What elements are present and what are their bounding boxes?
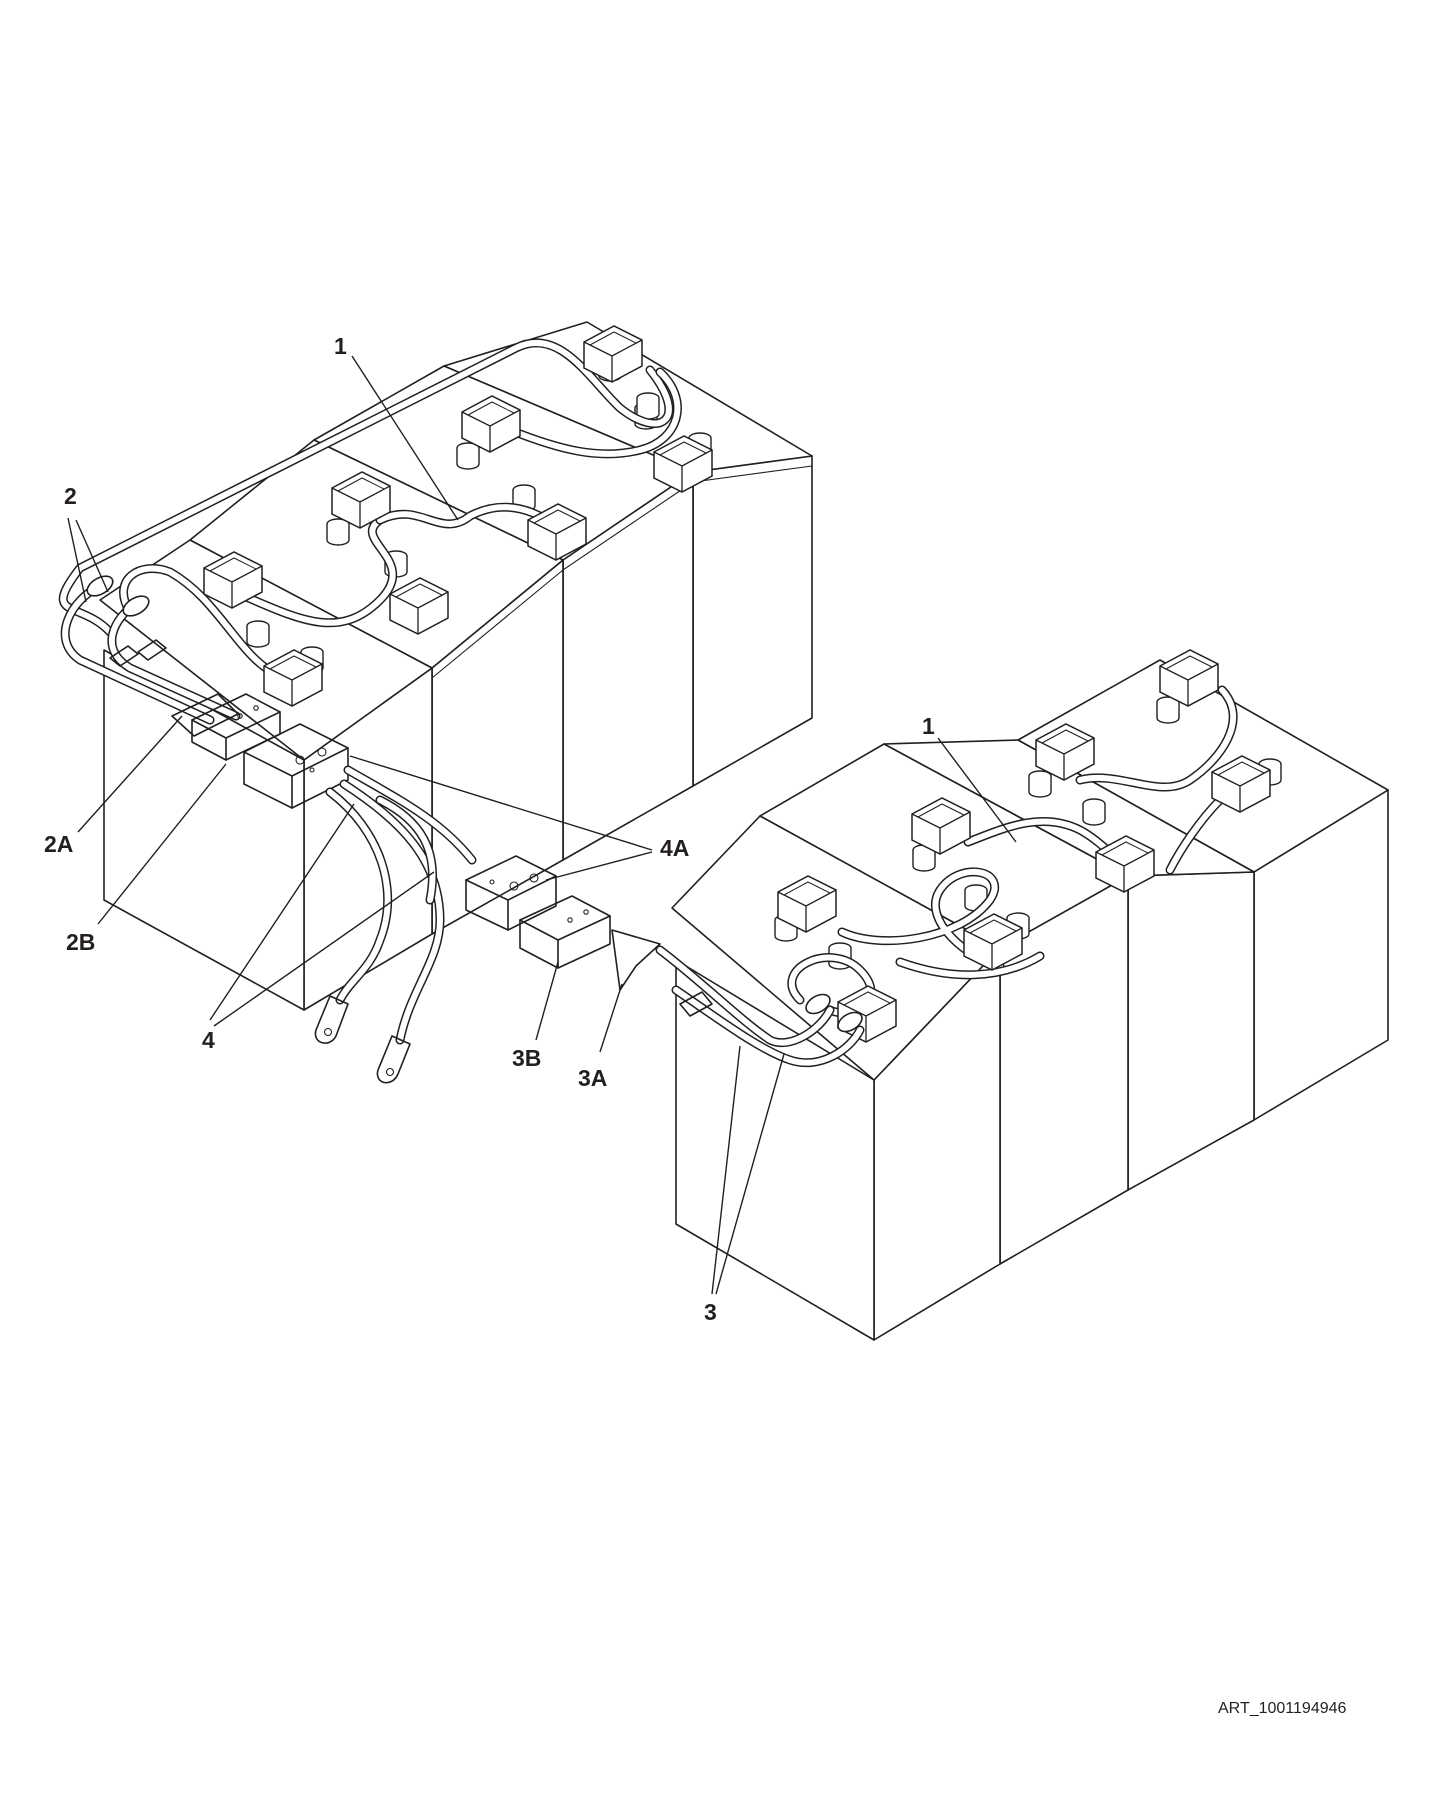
callout-4: 4 [202,1027,215,1053]
grommet [122,595,150,617]
art-id-label: ART_1001194946 [1218,1700,1347,1717]
grommet [86,575,114,597]
connector-3 [519,895,661,991]
battery [99,539,433,1011]
callout-2: 2 [64,483,77,509]
grommet [837,1011,863,1033]
callout-2B: 2B [66,929,95,955]
callout-1-left: 1 [334,333,347,359]
connector-4 [243,723,349,809]
callouts: 1 1 2 2A 2B 4 4A 3B 3A 3 [44,333,935,1325]
leader-lines [67,355,1017,1295]
callout-4A: 4A [660,835,689,861]
callout-3B: 3B [512,1045,541,1071]
left-battery-group [58,321,813,1011]
callout-2A: 2A [44,831,73,857]
grommet [805,993,831,1015]
callout-3: 3 [704,1299,717,1325]
right-battery-group [671,649,1389,1341]
ring-lug [376,1035,411,1084]
ring-lug [314,995,349,1044]
callout-1-right: 1 [922,713,935,739]
callout-3A: 3A [578,1065,607,1091]
connector-4b [465,855,557,931]
